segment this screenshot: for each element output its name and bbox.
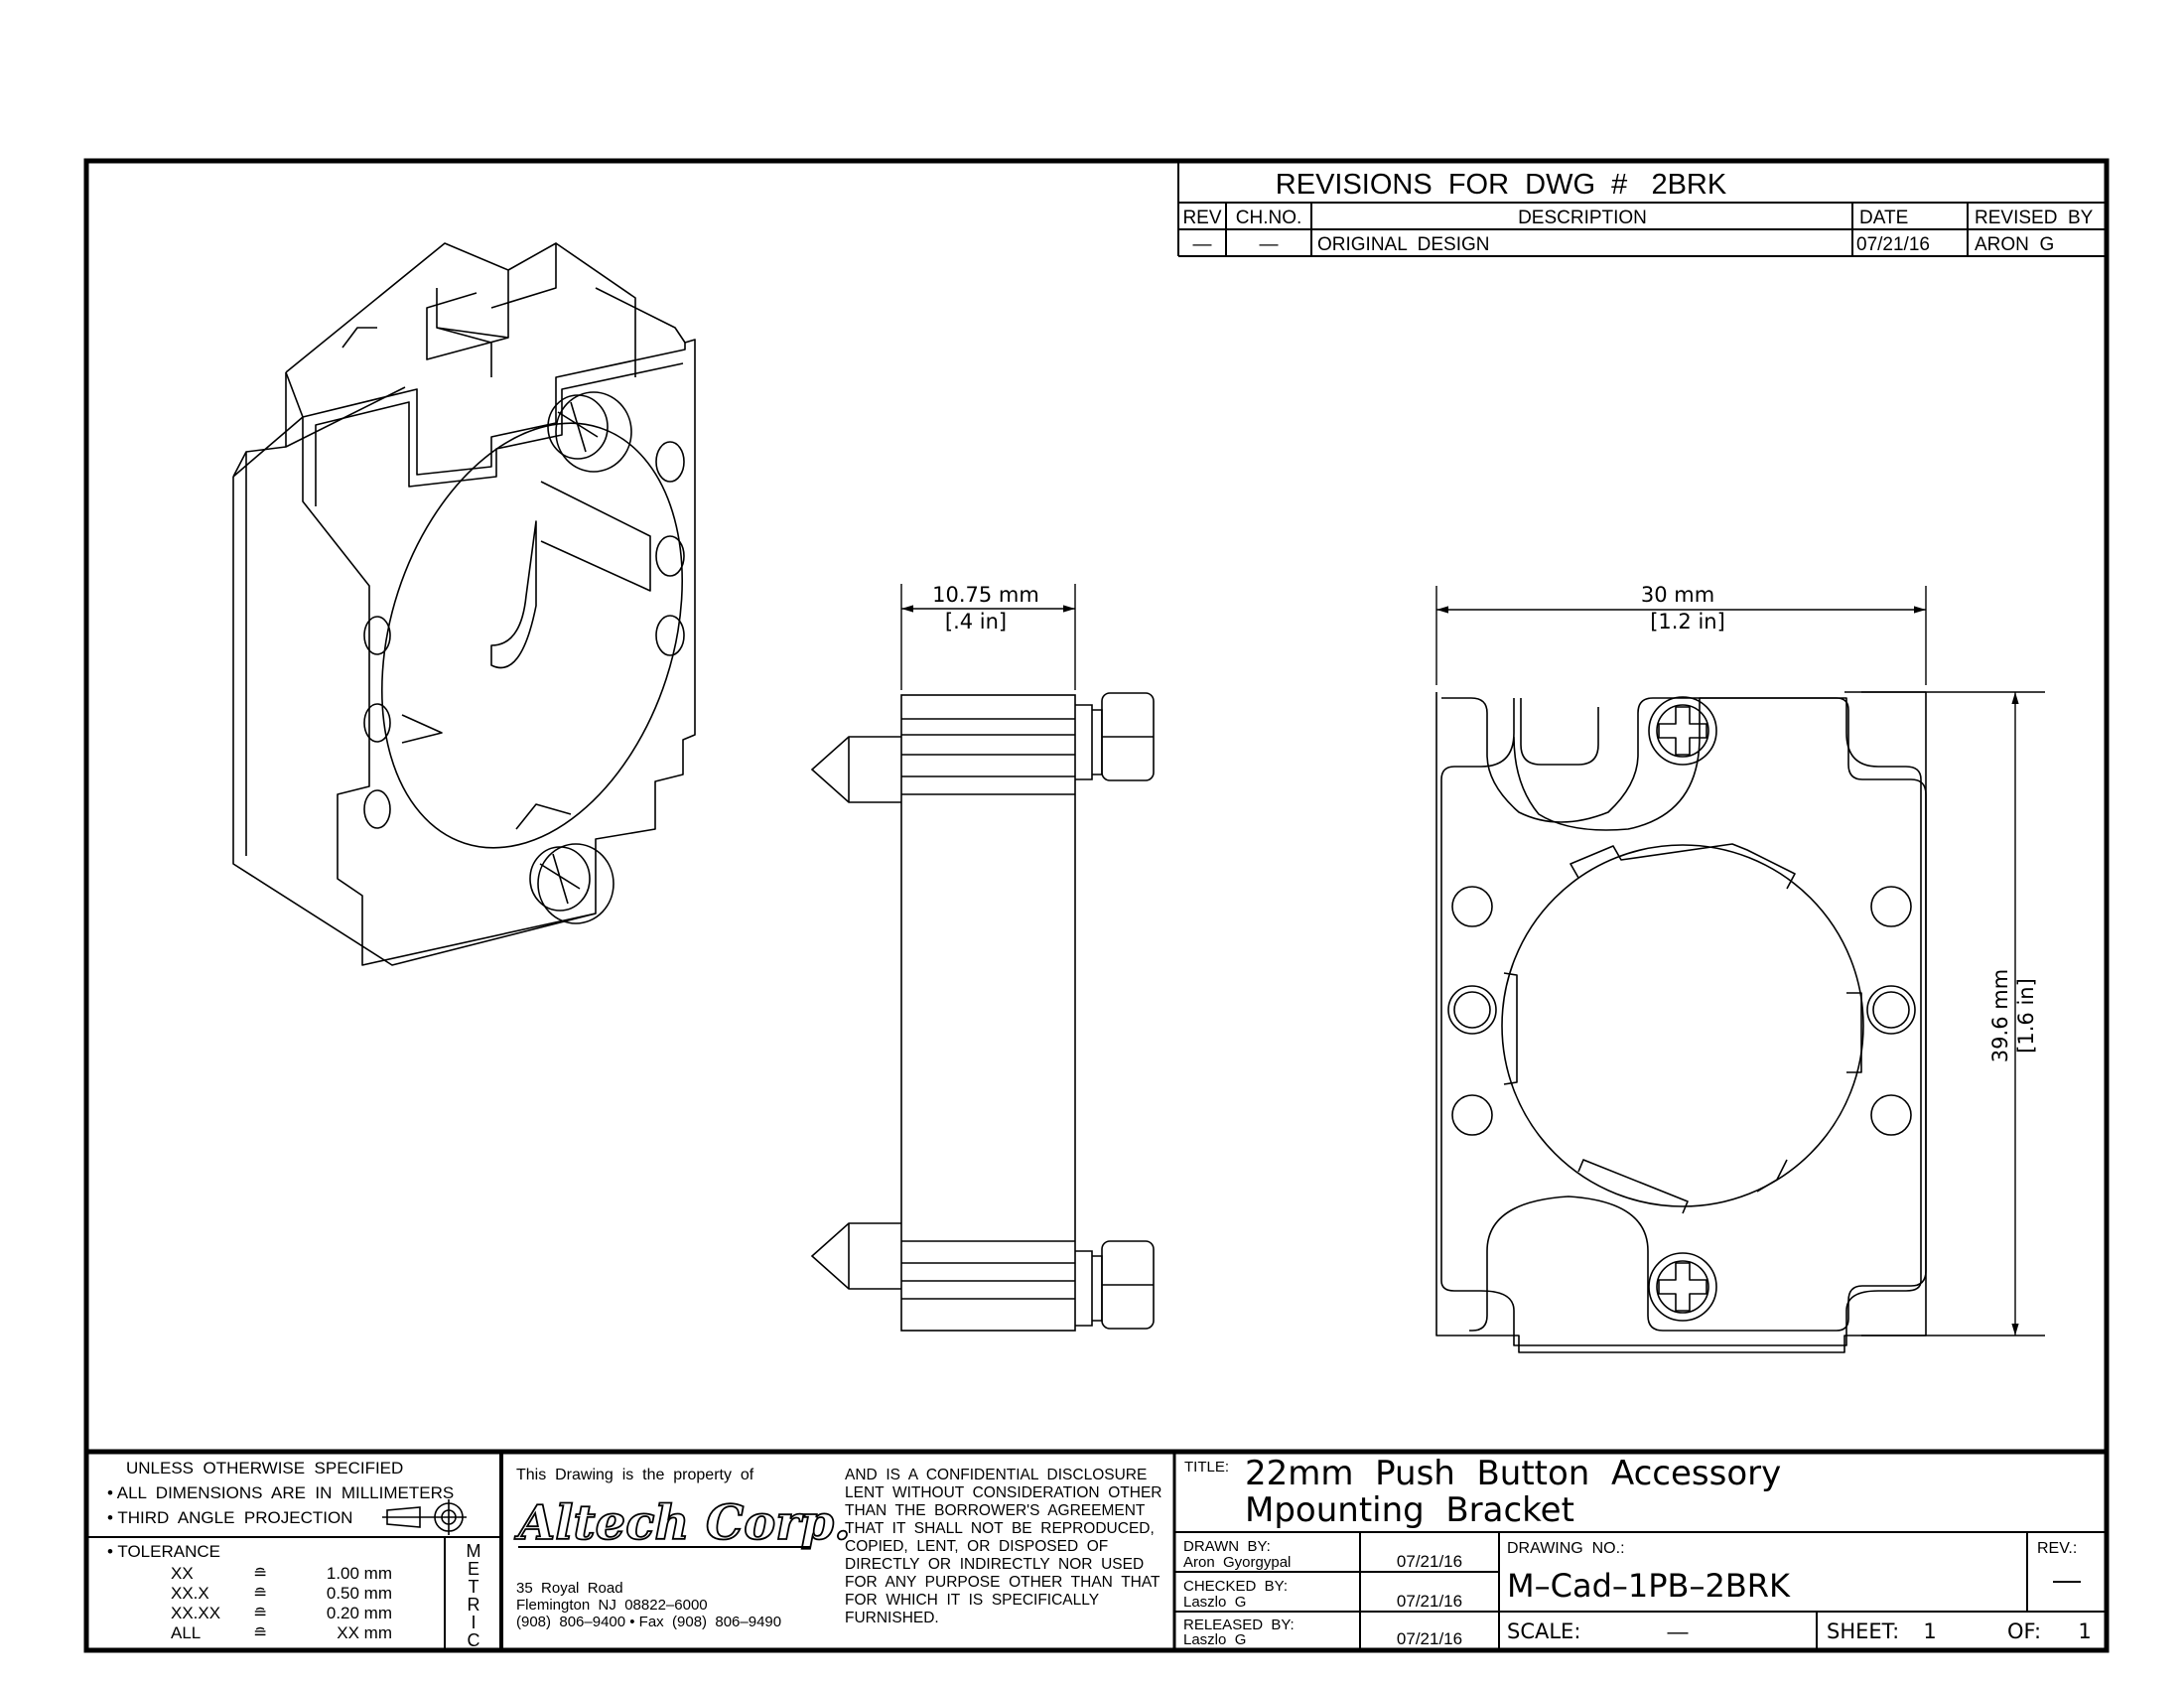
- front-view: [1435, 691, 1927, 1353]
- phone-fax: (908) 806–9400 • Fax (908) 806–9490: [516, 1614, 781, 1630]
- checked-by-label: CHECKED BY:: [1183, 1578, 1288, 1595]
- property-text: This Drawing is the property of: [516, 1467, 754, 1483]
- front-width-inch-label: [1.2 in]: [1650, 610, 1725, 633]
- drawing-no-label: DRAWING NO.:: [1507, 1540, 1625, 1557]
- drawing-number: M–Cad–1PB–2BRK: [1507, 1567, 1791, 1605]
- tolerance-equals: ≘: [253, 1623, 267, 1642]
- scale-label: SCALE:: [1507, 1619, 1580, 1643]
- date-value: 07/21/16: [1856, 234, 1930, 255]
- sheet-value: 1: [1923, 1619, 1936, 1643]
- scale-value: —: [1668, 1620, 1689, 1643]
- metric-letter: M: [467, 1541, 481, 1561]
- front-height-label: 39.6 mm: [1988, 969, 2012, 1062]
- disclosure-line: LENT WITHOUT CONSIDERATION OTHER: [845, 1484, 1162, 1501]
- revisions-table: [1177, 163, 2105, 257]
- disclosure-line: THAT IT SHALL NOT BE REPRODUCED,: [845, 1520, 1155, 1537]
- metric-letter: I: [471, 1613, 476, 1632]
- title-line1: 22mm Push Button Accessory: [1245, 1454, 1781, 1493]
- tolerance-key: XX: [171, 1564, 194, 1583]
- tolerance-table: XX ≘ 1.00 mm XX.X ≘ 0.50 mm XX.XX ≘ 0.20…: [171, 1564, 392, 1642]
- sheet-label: SHEET:: [1827, 1619, 1899, 1643]
- tolerance-value: 0.20 mm: [327, 1604, 392, 1622]
- disclosure-line: FOR WHICH IT IS SPECIFICALLY: [845, 1592, 1099, 1609]
- tolerance-key: XX.XX: [171, 1604, 220, 1622]
- front-width-label: 30 mm: [1641, 583, 1714, 607]
- tolerance-equals: ≘: [253, 1564, 267, 1583]
- drawing-border: [83, 158, 2110, 1653]
- description-value: ORIGINAL DESIGN: [1317, 234, 1490, 255]
- tolerance-equals: ≘: [253, 1584, 267, 1603]
- isometric-view: [232, 242, 696, 966]
- metric-letter: C: [468, 1630, 480, 1650]
- tolerance-value: 0.50 mm: [327, 1584, 392, 1603]
- rev-value: —: [1193, 234, 1212, 255]
- drawn-by-label: DRAWN BY:: [1183, 1538, 1271, 1555]
- metric-label: M E T R I C: [467, 1541, 481, 1650]
- drawn-date: 07/21/16: [1397, 1552, 1462, 1571]
- rev-number: —: [2053, 1564, 2081, 1595]
- checked-by: Laszlo G: [1183, 1594, 1246, 1611]
- disclosure-line: FOR ANY PURPOSE OTHER THAN THAT: [845, 1574, 1160, 1591]
- metric-letter: R: [468, 1595, 480, 1615]
- disclosure-line: FURNISHED.: [845, 1610, 939, 1626]
- title-block-grid: [86, 1449, 2107, 1650]
- title-label: TITLE:: [1184, 1459, 1229, 1476]
- released-date: 07/21/16: [1397, 1629, 1462, 1648]
- front-width-dimension: [1435, 586, 1927, 685]
- metric-letter: T: [469, 1577, 479, 1597]
- disclosure-line: AND IS A CONFIDENTIAL DISCLOSURE: [845, 1467, 1147, 1483]
- revisions-title: REVISIONS FOR DWG # 2BRK: [1276, 169, 1727, 201]
- date-header: DATE: [1859, 208, 1908, 228]
- rev-label: REV.:: [2037, 1540, 2077, 1557]
- address-line2: Flemington NJ 08822–6000: [516, 1597, 708, 1614]
- released-by-label: RELEASED BY:: [1183, 1617, 1295, 1633]
- released-by: Laszlo G: [1183, 1631, 1246, 1648]
- disclosure-line: DIRECTLY OR INDIRECTLY NOR USED: [845, 1556, 1144, 1573]
- front-height-dimension: [1861, 691, 2045, 1336]
- revised-by-value: ARON G: [1975, 234, 2054, 255]
- description-header: DESCRIPTION: [1518, 208, 1647, 228]
- company-logo: Altech Corp.: [514, 1495, 851, 1551]
- third-angle-projection-icon: [382, 1499, 467, 1535]
- notes-line2: • ALL DIMENSIONS ARE IN MILLIMETERS: [107, 1483, 454, 1502]
- drawn-by: Aron Gyorgypal: [1183, 1554, 1291, 1571]
- tolerance-equals: ≘: [253, 1604, 267, 1622]
- confidential-disclosure: AND IS A CONFIDENTIAL DISCLOSURE LENT WI…: [845, 1467, 1162, 1626]
- of-label: OF:: [2007, 1619, 2041, 1643]
- side-width-dimension: [900, 584, 1076, 690]
- tolerance-key: ALL: [171, 1623, 201, 1642]
- tolerance-label: • TOLERANCE: [107, 1542, 220, 1561]
- tolerance-value: 1.00 mm: [327, 1564, 392, 1583]
- address-line1: 35 Royal Road: [516, 1580, 623, 1597]
- notes-line1: UNLESS OTHERWISE SPECIFIED: [126, 1459, 403, 1477]
- chno-header: CH.NO.: [1236, 208, 1302, 228]
- title-line2: Mpounting Bracket: [1245, 1490, 1574, 1530]
- chno-value: —: [1260, 234, 1279, 255]
- side-view: [810, 692, 1155, 1332]
- disclosure-line: THAN THE BORROWER'S AGREEMENT: [845, 1502, 1146, 1519]
- side-width-label: 10.75 mm: [932, 583, 1039, 607]
- notes-line3: • THIRD ANGLE PROJECTION: [107, 1508, 352, 1527]
- of-value: 1: [2078, 1619, 2091, 1643]
- disclosure-line: COPIED, LENT, OR DISPOSED OF: [845, 1538, 1108, 1555]
- checked-date: 07/21/16: [1397, 1592, 1462, 1611]
- tolerance-key: XX.X: [171, 1584, 209, 1603]
- tolerance-value: XX mm: [337, 1623, 392, 1642]
- revised-by-header: REVISED BY: [1975, 208, 2094, 228]
- front-height-inch-label: [1.6 in]: [2014, 978, 2038, 1054]
- rev-header: REV: [1182, 208, 1221, 228]
- metric-letter: E: [468, 1559, 479, 1579]
- side-width-inch-label: [.4 in]: [945, 610, 1007, 633]
